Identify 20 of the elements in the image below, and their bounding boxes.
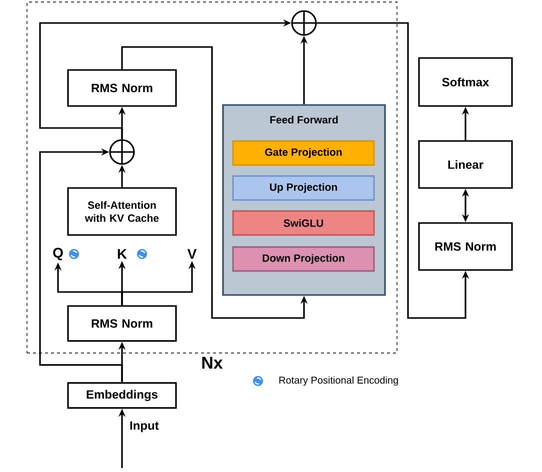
layer-box: SwiGLU	[232, 210, 375, 236]
input-label: K	[118, 249, 127, 259]
add-circle	[291, 10, 317, 36]
arrow	[39, 148, 123, 382]
layer-box: Down Projection	[232, 246, 375, 272]
layer-box: Gate Projection	[232, 140, 375, 166]
layer-box: Embeddings	[67, 382, 177, 409]
add-circle	[109, 139, 135, 165]
edge-label: Input	[130, 421, 159, 432]
layer-box: RMS Norm	[67, 305, 177, 342]
layer-box: Linear	[418, 140, 513, 189]
layer-box: RMS Norm	[418, 222, 513, 271]
input-label: Q	[53, 248, 63, 260]
input-label: V	[187, 249, 197, 259]
legend-text: Rotary Positional Encoding	[279, 376, 398, 386]
node-label: Nx	[202, 356, 223, 369]
layer-box: RMS Norm	[67, 69, 177, 107]
layer-box: Up Projection	[232, 175, 375, 201]
layer-box: Softmax	[418, 57, 513, 107]
layer-box: Self-Attention with KV Cache	[67, 187, 177, 236]
